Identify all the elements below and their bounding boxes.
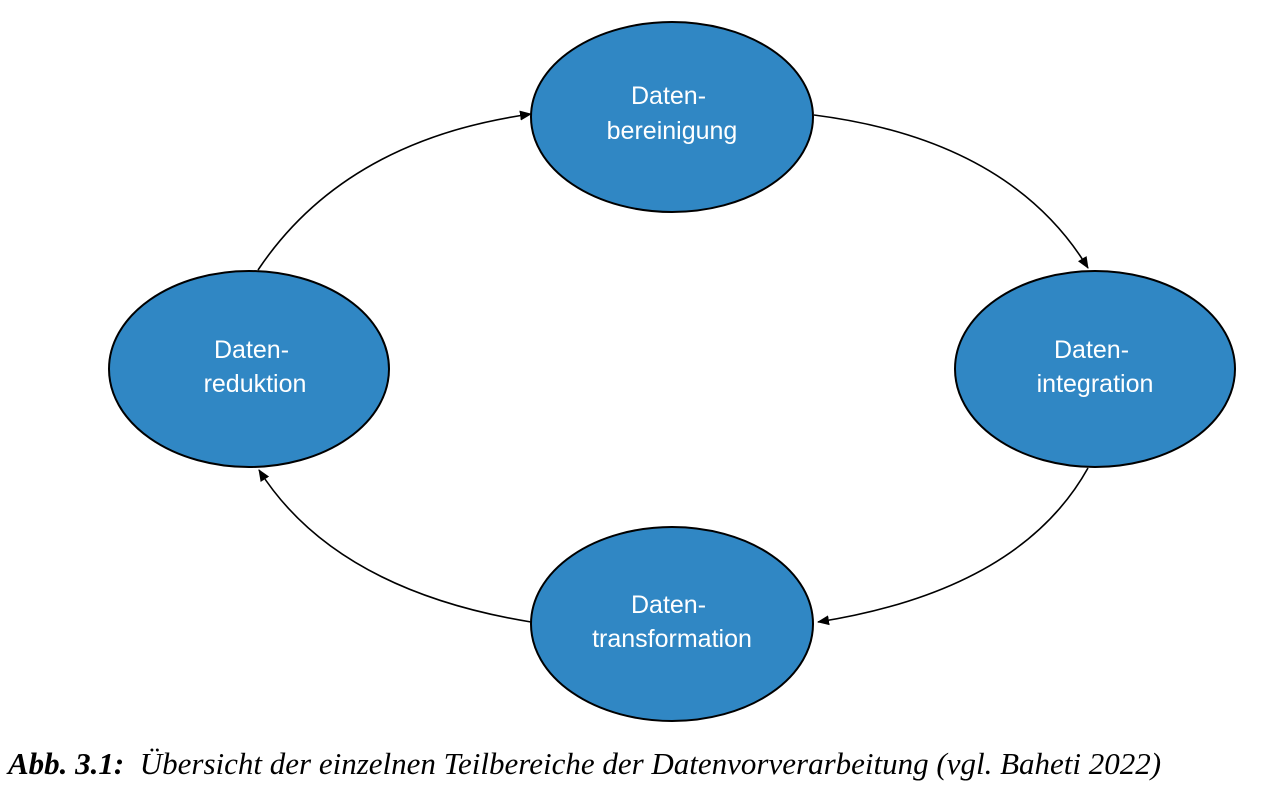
figure-caption-text: Übersicht der einzelnen Teilbereiche der…: [139, 746, 1162, 781]
node-datenintegration-label: Daten- integration: [1037, 336, 1154, 398]
node-datenreduktion-label: Daten- reduktion: [204, 336, 307, 398]
node-datenreduktion: Daten- reduktion: [108, 270, 390, 468]
edge-bereinigung-to-integration: [813, 114, 1089, 269]
node-datenintegration-label-line2: integration: [1037, 370, 1154, 398]
node-datenreduktion-label-line2: reduktion: [204, 370, 307, 398]
node-datenreduktion-label-line1: Daten-: [214, 336, 289, 364]
node-datenbereinigung-label: Daten- bereinigung: [607, 82, 738, 145]
node-datenintegration-shape: [954, 270, 1236, 468]
node-datentransformation: Daten- transformation: [530, 526, 814, 722]
node-datenintegration-label-line1: Daten-: [1054, 336, 1129, 364]
node-datentransformation-label-line1: Daten-: [631, 591, 706, 619]
process-cycle-diagram: Daten- bereinigung Daten- integration Da…: [108, 21, 1236, 722]
edge-transformation-to-reduktion: [258, 469, 532, 623]
figure-caption-label: Abb. 3.1:: [8, 746, 125, 781]
node-datentransformation-label: Daten- transformation: [592, 591, 752, 653]
node-datenbereinigung-label-line1: Daten-: [631, 82, 706, 110]
node-datentransformation-label-line2: transformation: [592, 625, 752, 653]
figure-caption: Abb. 3.1: Übersicht der einzelnen Teilbe…: [8, 745, 1263, 783]
node-datenreduktion-shape: [108, 270, 390, 468]
edge-reduktion-to-bereinigung: [257, 110, 532, 271]
node-datenbereinigung: Daten- bereinigung: [530, 21, 814, 213]
node-datentransformation-shape: [530, 526, 814, 722]
node-datenbereinigung-shape: [530, 21, 814, 213]
node-datenbereinigung-label-line2: bereinigung: [607, 117, 738, 145]
node-datenintegration: Daten- integration: [954, 270, 1236, 468]
edge-integration-to-transformation: [817, 467, 1089, 626]
